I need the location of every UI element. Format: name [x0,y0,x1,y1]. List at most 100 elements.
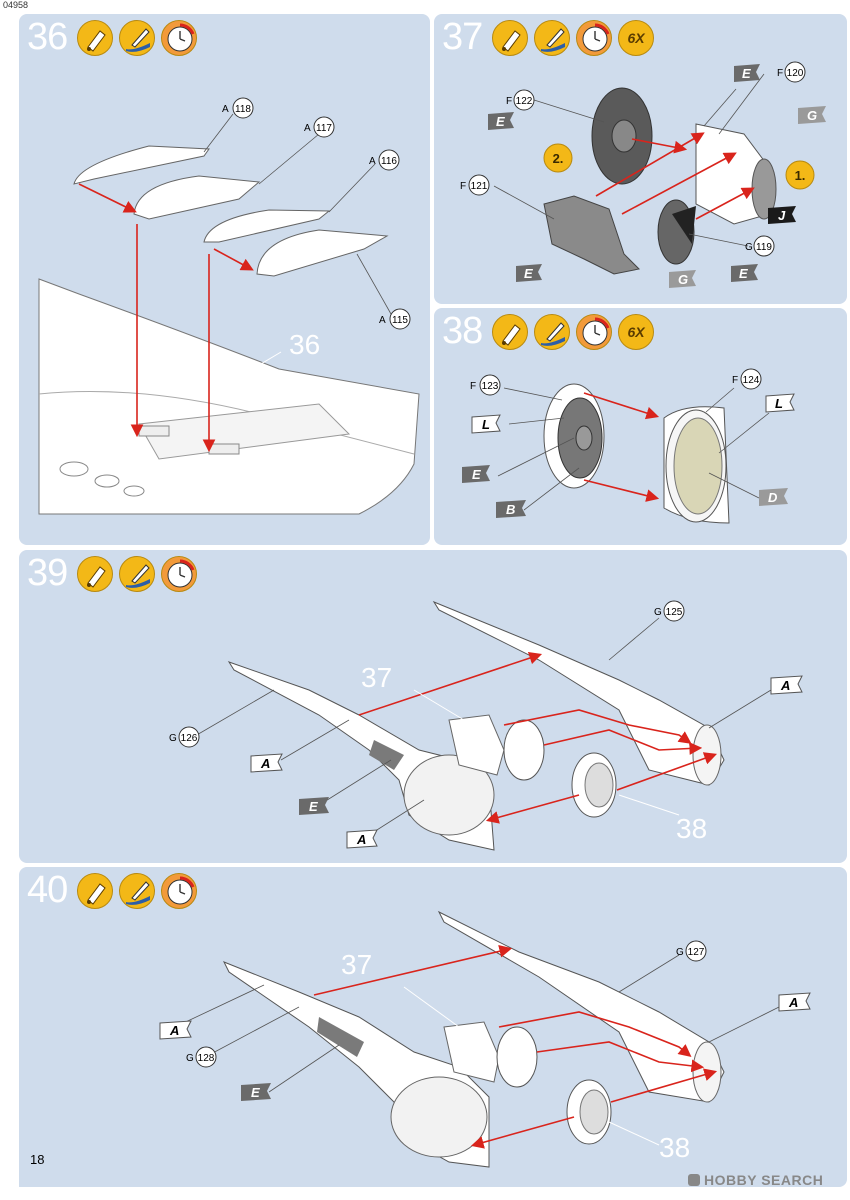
svg-text:2.: 2. [553,151,564,166]
watermark-text: HOBBY SEARCH [704,1172,824,1188]
svg-text:116: 116 [381,156,397,167]
step-number: 39 [27,552,68,594]
svg-text:E: E [309,799,318,814]
color-flag-d: D [759,488,788,506]
svg-text:L: L [482,417,490,432]
svg-text:D: D [768,490,778,505]
svg-text:E: E [524,266,533,281]
svg-text:122: 122 [516,96,533,107]
step-callout-36: 36 [289,329,320,360]
step-callout-37: 37 [361,662,392,693]
part-label-g127: G 127 [676,940,707,962]
step-callout-38: 38 [659,1132,690,1163]
glue-icon [492,20,528,56]
page-number: 18 [30,1152,45,1167]
clock-icon [161,556,197,592]
svg-text:E: E [251,1085,260,1100]
color-flag-l: L [765,393,795,413]
svg-text:G: G [676,947,684,958]
clock-icon [576,314,612,350]
svg-text:117: 117 [316,123,332,134]
svg-text:A: A [788,995,798,1010]
svg-text:G: G [745,242,753,253]
svg-text:126: 126 [181,733,198,744]
svg-text:J: J [778,208,786,223]
part-label-f120: F 120 [777,61,806,83]
color-flag-g: G [669,270,696,288]
svg-text:123: 123 [482,381,499,392]
clock-icon [161,873,197,909]
svg-text:120: 120 [787,68,804,79]
paint-brush-icon [534,20,570,56]
part-label-a116: A 116 [369,149,400,171]
color-flag-l: L [471,414,501,434]
svg-text:E: E [742,66,751,81]
color-flag-b: B [496,500,526,518]
color-flag-e: E [299,797,329,815]
svg-text:F: F [470,381,476,392]
svg-text:A: A [304,123,311,134]
step-number: 36 [27,16,68,58]
glue-icon [77,20,113,56]
svg-text:121: 121 [471,181,488,192]
svg-text:E: E [496,114,505,129]
svg-text:F: F [460,181,466,192]
hobby-search-logo-icon [688,1174,700,1186]
svg-text:E: E [739,266,748,281]
glue-icon [77,873,113,909]
step-36-panel: 36 [19,14,430,545]
svg-text:F: F [777,68,783,79]
color-flag-e: E [731,264,758,282]
part-label-f122: F 122 [506,89,535,111]
step-callout-37: 37 [341,949,372,980]
svg-text:G: G [807,108,817,123]
multiplier-badge: 6X [618,314,654,350]
color-flag-a: A [159,1020,192,1040]
svg-text:A: A [260,756,270,771]
part-label-g125: G 125 [654,600,685,622]
color-flag-j: J [768,206,796,224]
step-callout-38: 38 [676,813,707,844]
color-flag-e: E [462,465,490,483]
glue-icon [77,556,113,592]
color-flag-a: A [778,992,811,1012]
step-number: 40 [27,869,68,911]
step-number: 37 [442,16,483,58]
svg-text:F: F [732,375,738,386]
svg-text:F: F [506,96,512,107]
part-label-f123: F 123 [470,374,501,396]
svg-text:E: E [472,467,481,482]
svg-text:A: A [379,315,386,326]
svg-text:A: A [780,678,790,693]
order-marker-1: 1. [785,160,815,190]
order-marker-2: 2. [543,143,573,173]
paint-brush-icon [119,873,155,909]
svg-text:A: A [369,156,376,167]
color-flag-e: E [488,112,514,130]
svg-text:125: 125 [666,607,683,618]
color-flag-a: A [250,753,283,773]
clock-icon [161,20,197,56]
color-flag-e: E [241,1083,271,1101]
color-flag-e: E [516,264,542,282]
svg-text:119: 119 [756,242,772,253]
svg-text:G: G [654,607,662,618]
svg-text:128: 128 [198,1053,215,1064]
step-number: 38 [442,310,483,352]
watermark: HOBBY SEARCH [688,1172,823,1188]
svg-text:A: A [222,104,229,115]
svg-text:127: 127 [688,947,705,958]
svg-text:G: G [169,733,177,744]
svg-text:1.: 1. [795,168,806,183]
paint-brush-icon [119,556,155,592]
